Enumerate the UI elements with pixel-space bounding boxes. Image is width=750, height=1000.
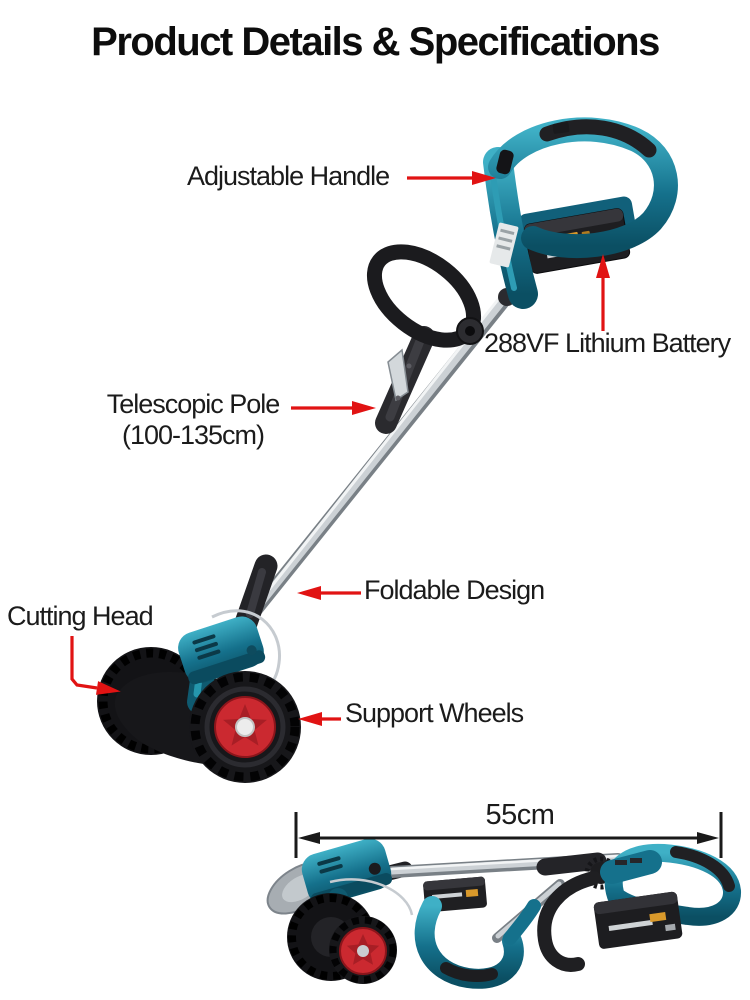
callout-label-lithium-battery: 288VF Lithium Battery <box>484 328 731 358</box>
folded-aux-handle <box>537 871 601 972</box>
telescopic-pole-line1: Telescopic Pole <box>106 389 281 419</box>
dimension-label: 55cm <box>485 799 555 831</box>
telescopic-pole-shaft <box>233 289 515 637</box>
callout-arrows <box>70 171 610 726</box>
callout-label-adjustable-handle: Adjustable Handle <box>187 161 390 191</box>
motor-housing <box>178 616 266 685</box>
grass-trimmer-illustration <box>97 117 678 783</box>
folded-support-wheel <box>329 916 397 984</box>
fold-latch <box>387 348 409 402</box>
folded-trimmer-illustration <box>266 838 741 989</box>
cutting-head <box>97 609 301 783</box>
telescopic-pole-line2: (100-135cm) <box>121 420 265 450</box>
support-wheel <box>189 671 301 783</box>
folded-middle-handle <box>414 896 524 989</box>
folded-pole <box>377 852 624 943</box>
dimension-line <box>294 812 723 858</box>
folded-right-battery <box>593 891 683 949</box>
fold-joint <box>375 326 435 434</box>
auxiliary-handle <box>366 244 484 348</box>
handle-switch <box>496 149 514 175</box>
callout-label-foldable-design: Foldable Design <box>364 575 545 605</box>
handle-assembly <box>483 117 678 309</box>
folded-wire-bail <box>329 878 414 916</box>
page-title: Product Details & Specifications <box>91 20 660 64</box>
callout-label-support-wheels: Support Wheels <box>345 698 524 728</box>
handle-sticker <box>489 222 519 268</box>
arrow-cutting-head <box>70 636 121 695</box>
callout-label-telescopic-pole: Telescopic Pole (100-135cm) <box>88 389 298 451</box>
callout-label-cutting-head: Cutting Head <box>7 601 154 631</box>
